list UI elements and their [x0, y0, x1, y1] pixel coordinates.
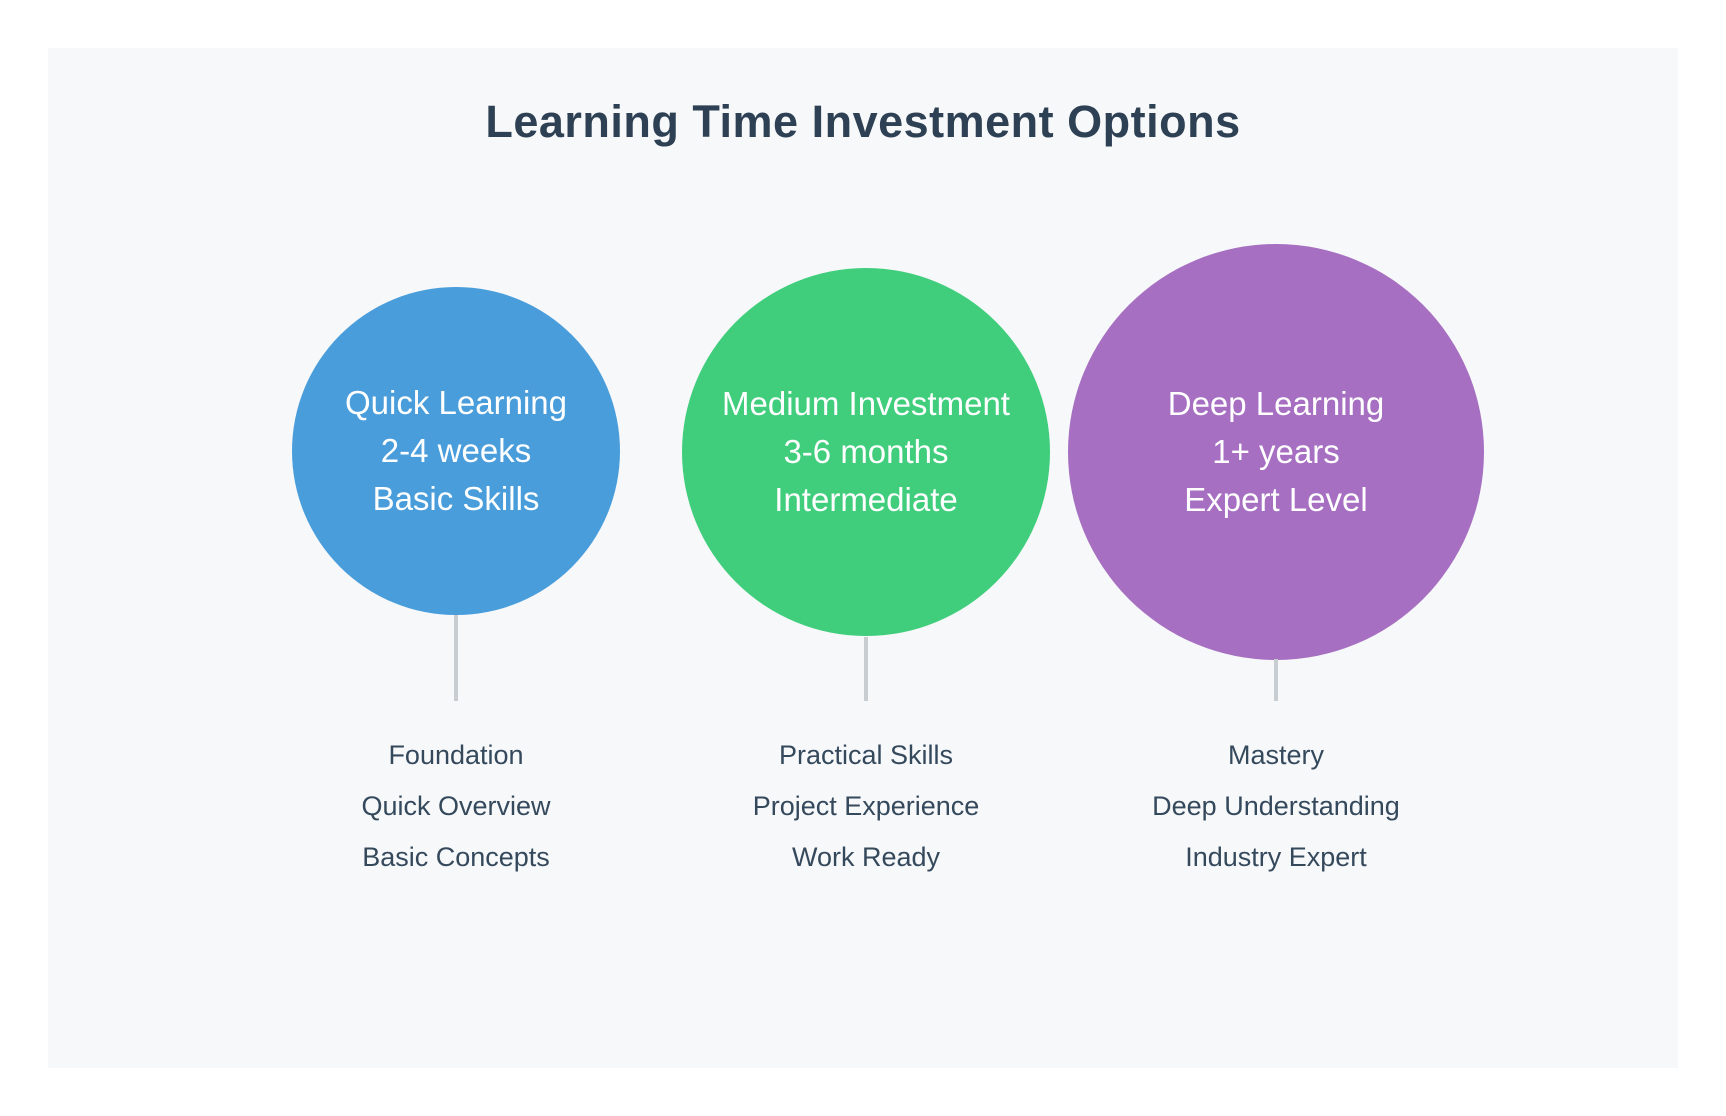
quick-learning-details: Foundation Quick Overview Basic Concepts — [226, 730, 686, 883]
detail-item: Mastery — [1227, 740, 1325, 770]
detail-item: Basic Concepts — [362, 842, 550, 872]
deep-learning-details: Mastery Deep Understanding Industry Expe… — [1046, 730, 1506, 883]
detail-item: Quick Overview — [361, 791, 551, 821]
quick-learning-circle: Quick Learning 2-4 weeks Basic Skills — [292, 287, 620, 615]
option-level: Basic Skills — [372, 480, 540, 517]
option-level: Intermediate — [774, 481, 958, 518]
medium-investment-circle: Medium Investment 3-6 months Intermediat… — [682, 268, 1050, 636]
detail-item: Work Ready — [791, 842, 941, 872]
option-duration: 3-6 months — [783, 433, 949, 470]
deep-learning-circle: Deep Learning 1+ years Expert Level — [1068, 244, 1484, 660]
detail-item: Practical Skills — [778, 740, 954, 770]
option-name: Deep Learning — [1167, 385, 1385, 422]
detail-item: Deep Understanding — [1152, 791, 1400, 821]
option-name: Medium Investment — [722, 385, 1010, 422]
detail-item: Foundation — [388, 740, 524, 770]
option-duration: 1+ years — [1212, 433, 1340, 470]
quick-learning-connector-line — [454, 615, 458, 701]
detail-item: Industry Expert — [1185, 842, 1367, 872]
page-title: Learning Time Investment Options — [485, 96, 1241, 147]
option-name: Quick Learning — [345, 384, 567, 421]
deep-learning-connector-line — [1274, 659, 1278, 701]
medium-investment-details: Practical Skills Project Experience Work… — [636, 730, 1096, 883]
detail-item: Project Experience — [752, 791, 980, 821]
option-duration: 2-4 weeks — [380, 432, 532, 469]
medium-investment-connector-line — [864, 637, 868, 701]
option-level: Expert Level — [1184, 481, 1368, 518]
